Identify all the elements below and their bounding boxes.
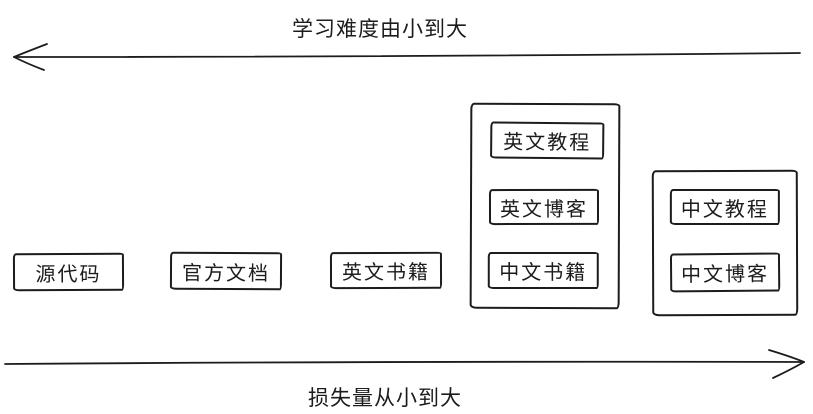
box-english-books: 英文书籍 (329, 251, 443, 290)
difficulty-axis-label: 学习难度由小到大 (292, 18, 468, 41)
loss-arrow-right (4, 349, 805, 379)
box-english-tutorials: 英文教程 (490, 121, 605, 160)
box-chinese-tutorials: 中文教程 (669, 189, 780, 226)
box-chinese-blogs-label: 中文博客 (681, 263, 770, 287)
box-chinese-books-label: 中文书籍 (499, 261, 588, 284)
group-english-resources: 英文教程 英文博客 中文书籍 (469, 102, 621, 310)
group-chinese-resources: 中文教程 中文博客 (651, 169, 799, 317)
box-english-blogs: 英文博客 (488, 188, 600, 226)
loss-axis-label: 损失量从小到大 (308, 387, 462, 410)
box-english-books-label: 英文书籍 (341, 261, 431, 285)
box-chinese-blogs: 中文博客 (669, 252, 781, 293)
box-chinese-tutorials-label: 中文教程 (680, 198, 769, 221)
box-source-code: 源代码 (12, 252, 125, 292)
box-english-blogs-label: 英文博客 (499, 198, 589, 221)
box-official-docs: 官方文档 (169, 251, 283, 291)
box-chinese-books: 中文书籍 (487, 251, 599, 289)
difficulty-arrow-left (13, 43, 801, 71)
box-source-code-label: 源代码 (35, 263, 102, 286)
box-english-tutorials-label: 英文教程 (503, 131, 592, 155)
box-official-docs-label: 官方文档 (181, 262, 271, 285)
